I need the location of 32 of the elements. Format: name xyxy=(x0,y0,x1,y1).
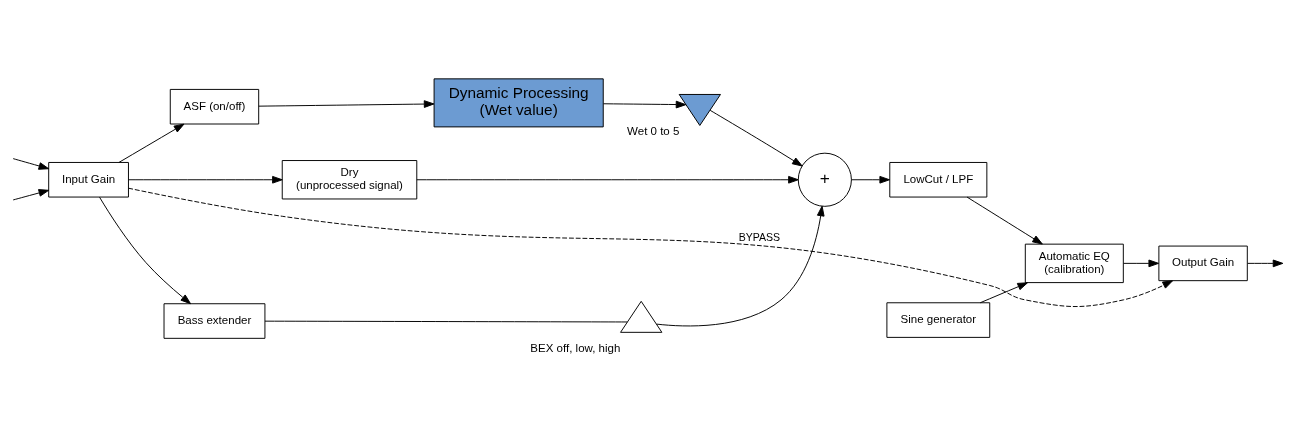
arrow xyxy=(128,175,283,184)
arrow xyxy=(258,99,435,108)
arrow xyxy=(118,123,185,163)
node-box: Dry (unprocessed signal) xyxy=(281,159,418,199)
arrow xyxy=(1247,259,1284,267)
arrow xyxy=(128,187,1173,307)
arrow xyxy=(979,281,1028,303)
node-box: Input Gain xyxy=(48,161,129,198)
arrow xyxy=(416,175,799,184)
node-triangle xyxy=(620,300,663,333)
node-box: Sine generator xyxy=(886,301,991,338)
arrow xyxy=(12,188,50,200)
node-box: Bass extender xyxy=(163,302,266,339)
arrow xyxy=(966,196,1043,244)
node-box: Automatic EQ (calibration) xyxy=(1024,243,1124,283)
arrow xyxy=(1123,259,1159,267)
connector xyxy=(264,320,628,322)
node-label: BEX off, low, high xyxy=(530,341,621,354)
node-triangle xyxy=(678,93,721,126)
edge-label: BYPASS xyxy=(738,230,781,243)
node-box: LowCut / LPF xyxy=(889,161,988,198)
node-circle: + xyxy=(797,152,852,207)
arrow xyxy=(850,175,890,184)
node-label: Wet 0 to 5 xyxy=(627,124,680,137)
arrow xyxy=(12,157,50,170)
arrow xyxy=(99,196,191,304)
node-box: Output Gain xyxy=(1158,245,1248,281)
arrow xyxy=(656,205,825,326)
arrow xyxy=(603,100,687,108)
node-box: ASF (on/off) xyxy=(169,88,260,124)
arrow xyxy=(709,109,803,166)
node-box: Dynamic Processing (Wet value) xyxy=(433,77,604,127)
